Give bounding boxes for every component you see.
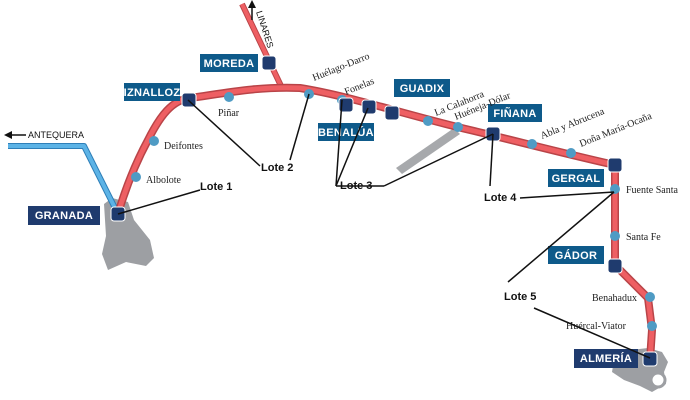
station-square-moreda xyxy=(261,55,277,71)
stop-abla xyxy=(527,139,537,149)
granada-urban-area xyxy=(102,198,154,270)
svg-text:IZNALLOZ: IZNALLOZ xyxy=(124,87,181,99)
stop-label-fonelas: Fonelas xyxy=(343,76,376,98)
svg-text:GERGAL: GERGAL xyxy=(552,173,601,185)
station-square-guadix-1 xyxy=(361,99,377,115)
station-box-guadix: GUADIX xyxy=(394,79,450,97)
lote-3-label: Lote 3 xyxy=(340,180,372,192)
stop-pinar xyxy=(224,92,234,102)
lote-2-label: Lote 2 xyxy=(261,162,293,174)
stop-label-pinar: Piñar xyxy=(218,108,240,119)
closed-branch-line xyxy=(396,128,460,174)
lote-1-label: Lote 1 xyxy=(200,181,232,193)
station-square-gergal xyxy=(607,157,623,173)
stop-santa-fe xyxy=(610,231,620,241)
lote-5-label: Lote 5 xyxy=(504,291,536,303)
stop-hueneja xyxy=(453,122,463,132)
stop-benahadux xyxy=(645,292,655,302)
almeria-urban-ring xyxy=(649,371,667,389)
lote-leaders xyxy=(117,93,651,359)
main-line xyxy=(115,85,655,363)
stop-dona-maria xyxy=(566,148,576,158)
station-square-guadix-2 xyxy=(384,105,400,121)
stop-label-deifontes: Deifontes xyxy=(164,141,203,152)
linares-branch-line-inner xyxy=(240,3,284,89)
stop-label-santa-fe: Santa Fe xyxy=(626,232,661,243)
svg-text:GUADIX: GUADIX xyxy=(400,83,445,95)
stop-label-huercal: Huércal-Viator xyxy=(566,321,627,332)
stop-la-calahorra xyxy=(423,116,433,126)
stop-label-benahadux: Benahadux xyxy=(592,293,637,304)
stop-label-albolote: Albolote xyxy=(146,175,182,186)
stop-albolote xyxy=(131,172,141,182)
terminal-box-granada: GRANADA xyxy=(28,206,100,225)
terminal-box-almeria: ALMERÍA xyxy=(574,349,638,368)
svg-text:ALMERÍA: ALMERÍA xyxy=(580,352,632,365)
station-box-iznalloz: IZNALLOZ xyxy=(124,83,181,101)
svg-text:BENALÚA: BENALÚA xyxy=(318,126,374,139)
station-box-gador: GÁDOR xyxy=(548,246,604,264)
station-square-almeria xyxy=(642,351,658,367)
svg-text:GRANADA: GRANADA xyxy=(35,210,93,222)
stop-label-fuente-santa: Fuente Santa xyxy=(626,185,678,196)
stop-huercal xyxy=(647,321,657,331)
station-box-moreda: MOREDA xyxy=(200,54,258,72)
lote-4-label: Lote 4 xyxy=(484,192,517,204)
station-box-benalua: BENALÚA xyxy=(318,123,374,141)
station-box-finana: FIÑANA xyxy=(488,104,542,122)
svg-text:MOREDA: MOREDA xyxy=(204,58,255,70)
svg-text:FIÑANA: FIÑANA xyxy=(493,107,536,120)
antequera-branch-line-inner xyxy=(8,144,120,215)
antequera-label: ANTEQUERA xyxy=(28,130,84,140)
station-box-gergal: GERGAL xyxy=(548,169,604,187)
svg-text:GÁDOR: GÁDOR xyxy=(555,249,597,262)
stop-deifontes xyxy=(149,136,159,146)
station-square-gador xyxy=(607,258,623,274)
